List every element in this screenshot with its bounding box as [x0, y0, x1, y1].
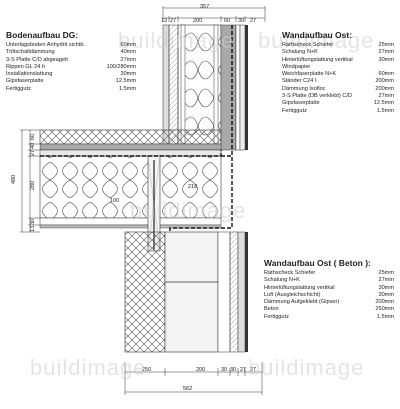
dim-top-5: 27	[250, 18, 256, 24]
floor-spec-title: Bodenaufbau DG:	[6, 30, 79, 40]
dim-left-5: 13	[30, 226, 36, 232]
lower-concrete-wall	[124, 231, 248, 353]
dim-left-1: 40	[30, 143, 36, 149]
wall-concrete-spec-title: Wandaufbau Ost ( Beton ):	[264, 258, 371, 268]
spec-row: Luft (Ausgleichschicht)30mm	[264, 291, 394, 298]
dim-top-0: 13	[161, 18, 167, 24]
wall-concrete-spec: Wandaufbau Ost ( Beton ): Rathscheck Sch…	[264, 258, 394, 321]
left-dim-labels: 60 40 27 280 30 13	[30, 134, 36, 232]
dim-left-total: 480	[11, 175, 17, 184]
dim-left-4: 30	[30, 219, 36, 225]
left-dimension	[20, 129, 40, 233]
dim-bottom-3: 30	[230, 367, 236, 373]
dim-left-3: 280	[30, 181, 36, 190]
dim-bottom-4: 27	[240, 367, 246, 373]
spec-row: Unterlagsboden Anhydrit sichtb.60mm	[6, 42, 136, 48]
floor-spec: Bodenaufbau DG: Unterlagsboden Anhydrit …	[6, 30, 136, 93]
dim-bottom-5: 27	[250, 367, 256, 373]
bottom-dim-labels: 250 200 30 30 27 27	[142, 367, 256, 373]
dim-top-4: 30	[238, 18, 244, 24]
top-dimension	[162, 6, 266, 22]
dim-top-3: 60	[224, 18, 230, 24]
upper-wall	[162, 24, 248, 151]
dim-bottom-0: 250	[142, 367, 151, 373]
vapor-barrier-line	[40, 150, 233, 232]
dim-left-0: 60	[30, 134, 36, 140]
dim-bottom-1: 200	[196, 367, 205, 373]
dim-top-1: 27	[170, 18, 176, 24]
wall-east-spec-title: Wandaufbau Ost:	[282, 30, 353, 40]
dim-bottom-total: 562	[183, 386, 192, 392]
dim-top-total: 357	[200, 4, 209, 10]
dim-rib-height: 218	[188, 184, 197, 190]
dim-top-2: 200	[193, 18, 202, 24]
dim-bottom-2: 30	[221, 367, 227, 373]
top-dim-labels: 13 27 200 60 30 27	[161, 18, 256, 24]
spec-row: Dämmung Aufgeklebt (Gipser)200mm	[264, 299, 394, 306]
floor-slab	[39, 129, 222, 252]
spec-row: Windpapier	[282, 63, 311, 70]
dim-rib-width: 100	[110, 198, 119, 204]
bottom-dimension	[124, 362, 263, 395]
dim-left-2: 27	[30, 150, 36, 156]
